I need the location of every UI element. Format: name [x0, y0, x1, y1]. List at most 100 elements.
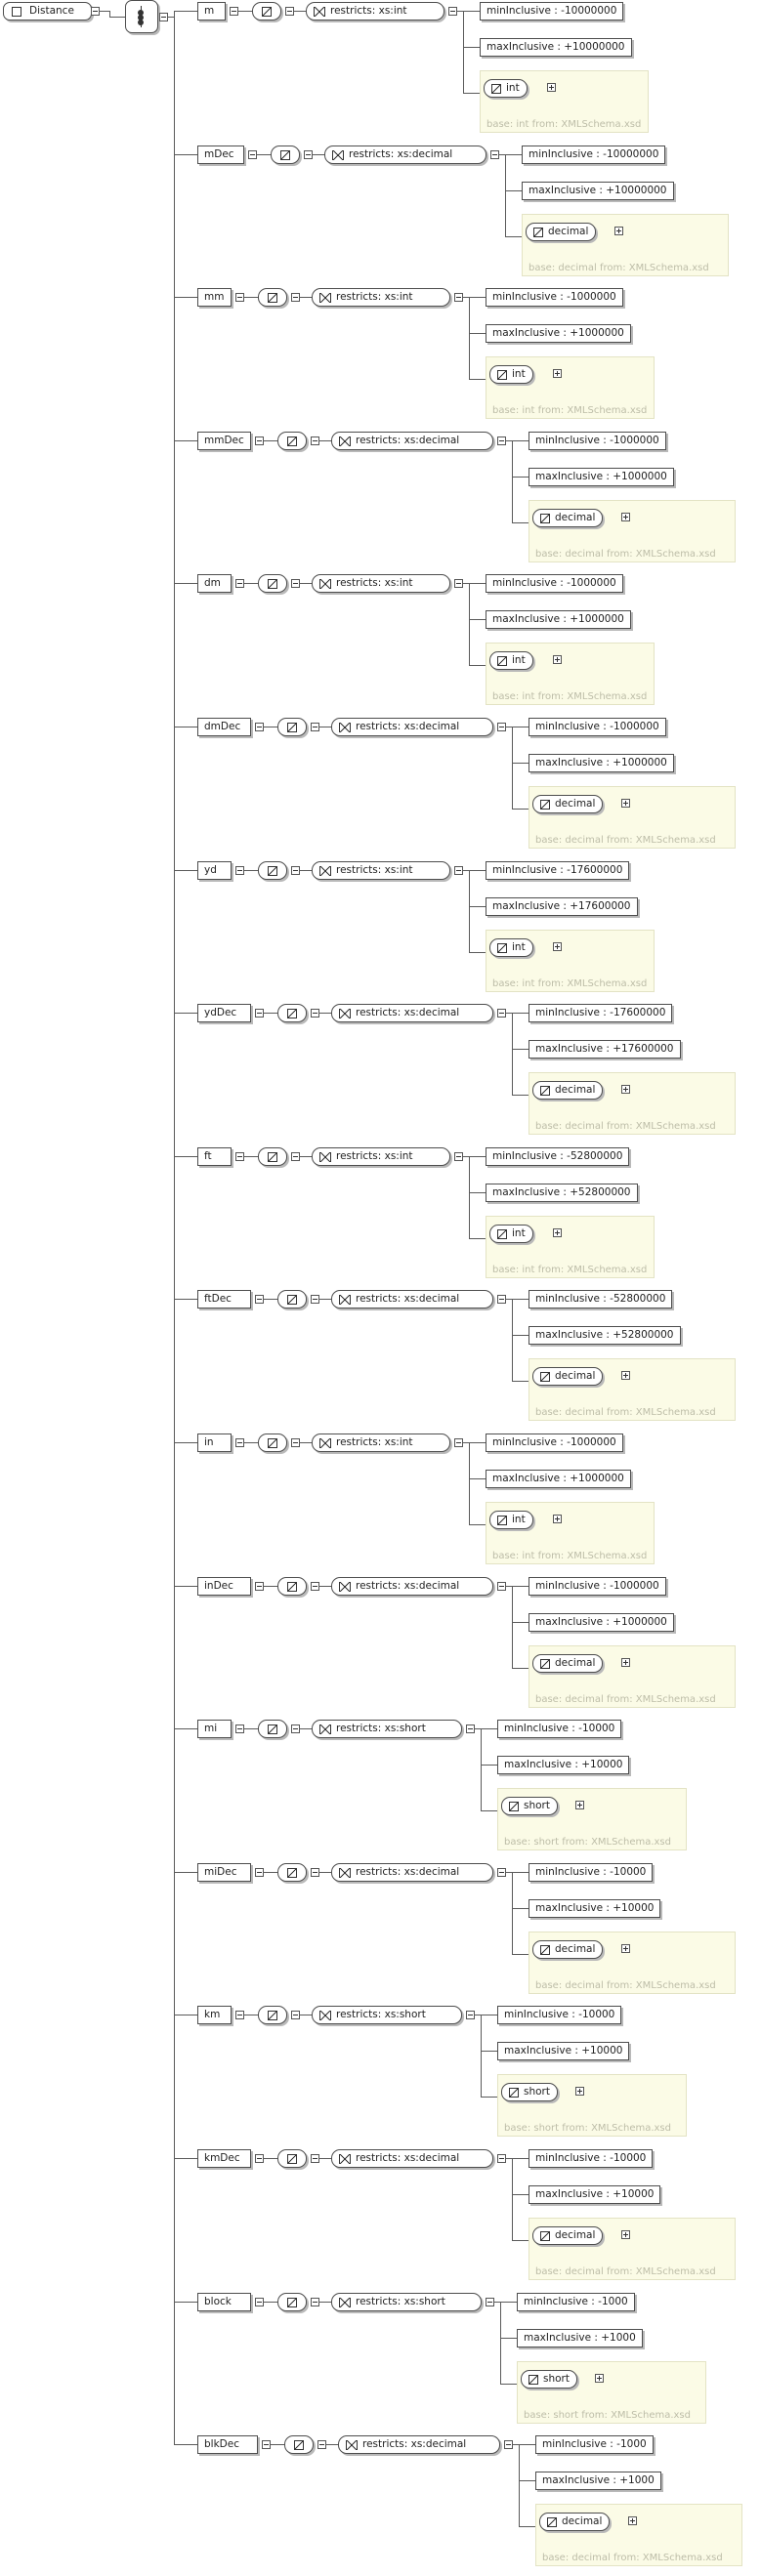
base-type-node[interactable]: decimal [532, 2226, 604, 2245]
max-inclusive-facet[interactable]: maxInclusive : +10000 [497, 1756, 630, 1774]
sequence-collapse-toggle[interactable] [159, 13, 168, 21]
simple-type-collapse-toggle[interactable] [311, 2298, 319, 2306]
restriction-node[interactable]: restricts: xs:decimal [331, 718, 493, 736]
element-collapse-toggle[interactable] [248, 150, 257, 159]
restriction-node[interactable]: restricts: xs:short [331, 2293, 482, 2311]
max-inclusive-facet[interactable]: maxInclusive : +17600000 [486, 897, 638, 916]
restriction-collapse-toggle[interactable] [490, 150, 499, 159]
restriction-node[interactable]: restricts: xs:short [312, 1720, 462, 1738]
element-box[interactable]: block [197, 2293, 251, 2311]
base-type-expand-toggle[interactable] [553, 942, 562, 951]
element-collapse-toggle[interactable] [255, 2298, 264, 2306]
min-inclusive-facet[interactable]: minInclusive : -1000 [517, 2293, 635, 2311]
restriction-collapse-toggle[interactable] [454, 866, 463, 875]
simple-type-collapse-toggle[interactable] [311, 1868, 319, 1877]
base-type-expand-toggle[interactable] [621, 513, 630, 521]
element-box[interactable]: ft [197, 1147, 232, 1166]
simple-type-collapse-toggle[interactable] [311, 1295, 319, 1304]
element-box[interactable]: mmDec [197, 432, 251, 450]
base-type-node[interactable]: decimal [539, 2513, 611, 2531]
element-box[interactable]: blkDec [197, 2435, 258, 2454]
restriction-collapse-toggle[interactable] [497, 436, 506, 445]
element-collapse-toggle[interactable] [255, 2154, 264, 2163]
element-collapse-toggle[interactable] [255, 436, 264, 445]
restriction-collapse-toggle[interactable] [497, 723, 506, 731]
restriction-node[interactable]: restricts: xs:int [312, 1433, 450, 1452]
base-type-node[interactable]: int [489, 1225, 533, 1243]
simple-type-collapse-toggle[interactable] [311, 2154, 319, 2163]
restriction-collapse-toggle[interactable] [454, 579, 463, 588]
simple-type-collapse-toggle[interactable] [291, 1724, 300, 1733]
element-collapse-toggle[interactable] [235, 579, 244, 588]
restriction-node[interactable]: restricts: xs:int [312, 574, 450, 593]
simple-type-collapse-toggle[interactable] [311, 1009, 319, 1018]
simple-type-node[interactable] [258, 1720, 287, 1738]
min-inclusive-facet[interactable]: minInclusive : -10000 [528, 1863, 654, 1882]
element-collapse-toggle[interactable] [235, 1438, 244, 1447]
simple-type-node[interactable] [258, 1147, 287, 1166]
base-type-node[interactable]: short [521, 2370, 577, 2389]
element-collapse-toggle[interactable] [255, 1582, 264, 1591]
element-box[interactable]: mDec [197, 145, 244, 164]
simple-type-collapse-toggle[interactable] [291, 1438, 300, 1447]
base-type-node[interactable]: decimal [532, 1081, 604, 1100]
restriction-node[interactable]: restricts: xs:decimal [338, 2435, 500, 2454]
root-collapse-toggle[interactable] [91, 7, 100, 16]
base-type-node[interactable]: decimal [532, 1654, 604, 1673]
restriction-node[interactable]: restricts: xs:decimal [331, 1863, 493, 1882]
max-inclusive-facet[interactable]: maxInclusive : +1000000 [528, 754, 674, 772]
max-inclusive-facet[interactable]: maxInclusive : +1000 [535, 2472, 661, 2490]
base-type-node[interactable]: decimal [532, 1367, 604, 1386]
element-collapse-toggle[interactable] [235, 866, 244, 875]
element-box[interactable]: ftDec [197, 1290, 251, 1309]
element-collapse-toggle[interactable] [255, 1868, 264, 1877]
min-inclusive-facet[interactable]: minInclusive : -10000 [528, 2149, 654, 2168]
base-type-node[interactable]: decimal [526, 223, 597, 241]
base-type-expand-toggle[interactable] [575, 2087, 584, 2096]
restriction-node[interactable]: restricts: xs:int [312, 288, 450, 307]
restriction-node[interactable]: restricts: xs:short [312, 2006, 462, 2024]
base-type-node[interactable]: int [489, 938, 533, 957]
restriction-collapse-toggle[interactable] [504, 2440, 513, 2449]
max-inclusive-facet[interactable]: maxInclusive : +10000 [528, 2185, 661, 2204]
base-type-expand-toggle[interactable] [553, 369, 562, 378]
min-inclusive-facet[interactable]: minInclusive : -1000 [535, 2435, 654, 2454]
restriction-collapse-toggle[interactable] [448, 7, 457, 16]
element-box[interactable]: ydDec [197, 1004, 251, 1022]
element-collapse-toggle[interactable] [235, 1724, 244, 1733]
element-box[interactable]: miDec [197, 1863, 251, 1882]
simple-type-node[interactable] [271, 145, 300, 164]
restriction-node[interactable]: restricts: xs:int [312, 861, 450, 880]
restriction-collapse-toggle[interactable] [486, 2298, 494, 2306]
restriction-node[interactable]: restricts: xs:decimal [331, 1004, 493, 1022]
max-inclusive-facet[interactable]: maxInclusive : +1000 [517, 2329, 643, 2347]
simple-type-collapse-toggle[interactable] [291, 579, 300, 588]
base-type-expand-toggle[interactable] [621, 1085, 630, 1094]
base-type-expand-toggle[interactable] [621, 799, 630, 808]
simple-type-collapse-toggle[interactable] [311, 723, 319, 731]
min-inclusive-facet[interactable]: minInclusive : -17600000 [528, 1004, 673, 1022]
simple-type-collapse-toggle[interactable] [291, 866, 300, 875]
base-type-expand-toggle[interactable] [553, 1228, 562, 1237]
min-inclusive-facet[interactable]: minInclusive : -10000000 [522, 145, 666, 164]
simple-type-collapse-toggle[interactable] [311, 436, 319, 445]
element-collapse-toggle[interactable] [235, 293, 244, 302]
simple-type-collapse-toggle[interactable] [304, 150, 313, 159]
max-inclusive-facet[interactable]: maxInclusive : +1000000 [486, 1470, 631, 1488]
restriction-collapse-toggle[interactable] [497, 1582, 506, 1591]
base-type-node[interactable]: decimal [532, 795, 604, 813]
base-type-node[interactable]: short [501, 2083, 558, 2101]
base-type-node[interactable]: int [489, 365, 533, 384]
max-inclusive-facet[interactable]: maxInclusive : +10000 [497, 2042, 630, 2060]
restriction-collapse-toggle[interactable] [454, 1152, 463, 1161]
max-inclusive-facet[interactable]: maxInclusive : +52800000 [486, 1184, 638, 1202]
element-box[interactable]: mi [197, 1720, 232, 1738]
base-type-node[interactable]: decimal [532, 509, 604, 527]
element-box[interactable]: m [197, 2, 226, 21]
restriction-collapse-toggle[interactable] [454, 1438, 463, 1447]
min-inclusive-facet[interactable]: minInclusive : -17600000 [486, 861, 630, 880]
max-inclusive-facet[interactable]: maxInclusive : +1000000 [528, 1613, 674, 1632]
base-type-expand-toggle[interactable] [628, 2516, 637, 2525]
sequence-compositor[interactable] [125, 0, 158, 33]
simple-type-node[interactable] [258, 574, 287, 593]
